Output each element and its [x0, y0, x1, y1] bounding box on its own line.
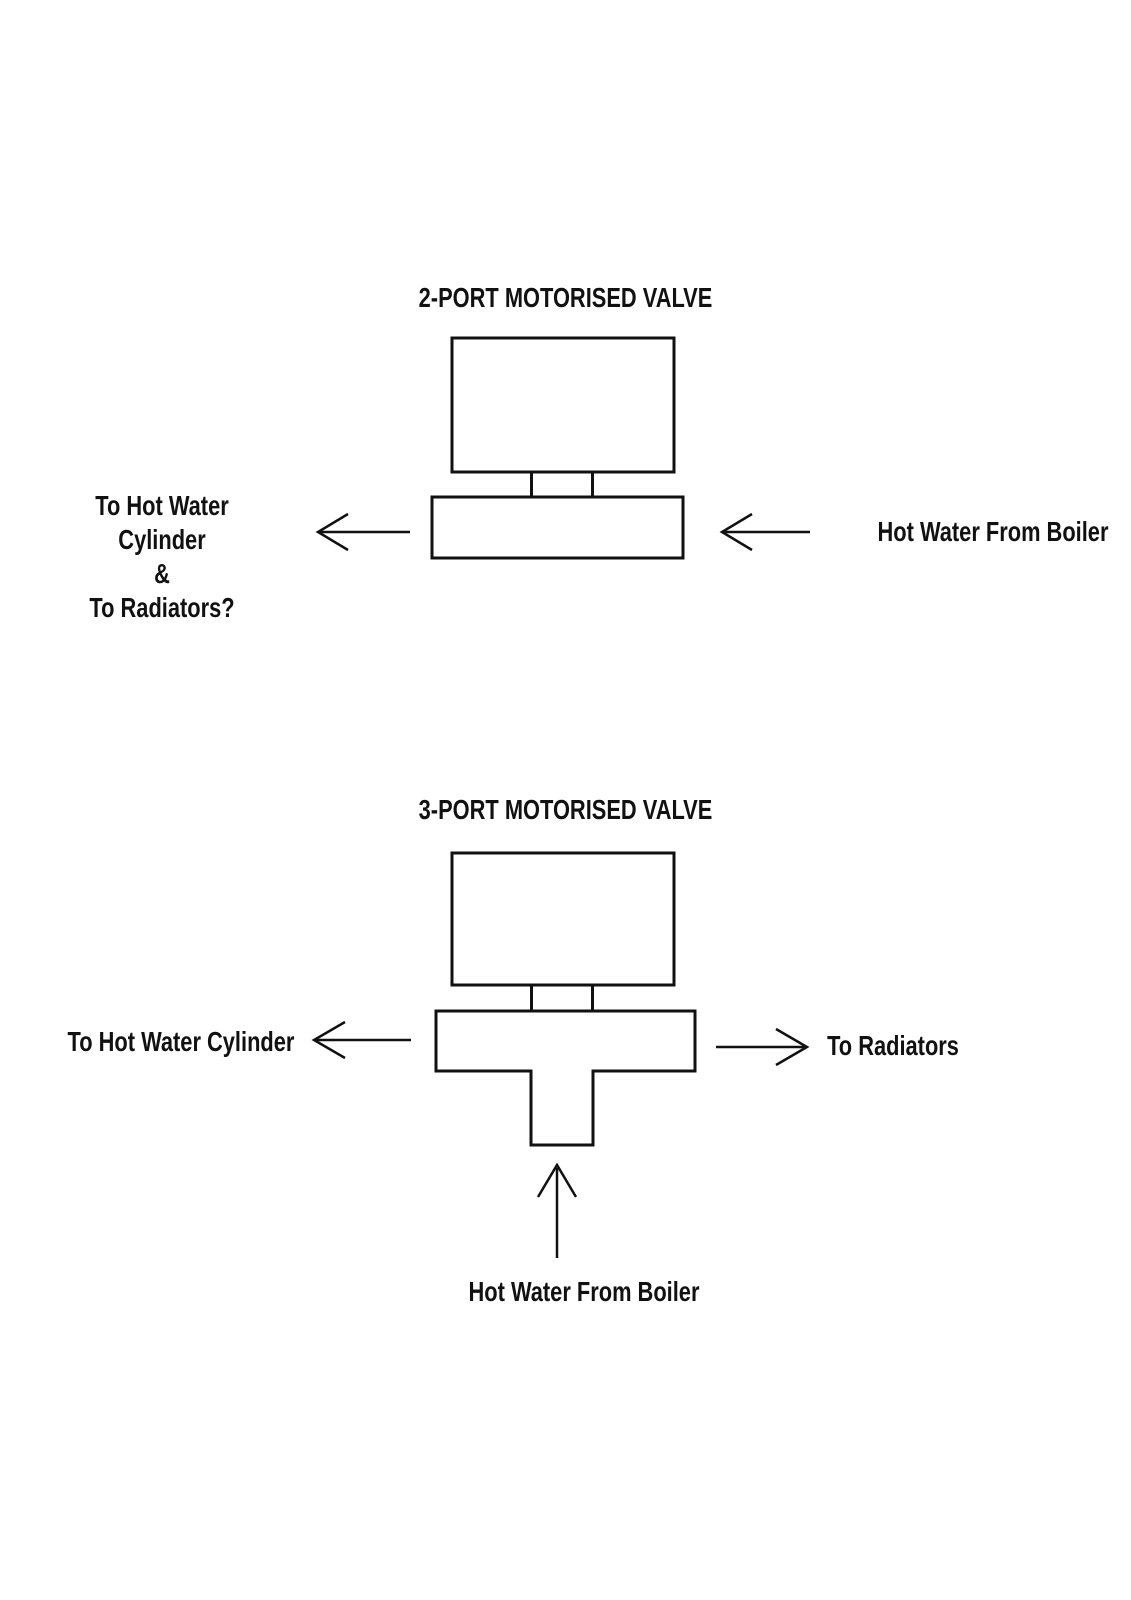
arrow-head: [536, 1162, 578, 1198]
two-port-valve-drawing: [315, 336, 810, 560]
three-port-inlet-label: Hot Water From Boiler: [468, 1276, 700, 1307]
three-port-inlet-arrow-up: [536, 1162, 578, 1258]
three-port-left-outlet-label: To Hot Water Cylinder: [67, 1026, 295, 1057]
three-port-valve-body-tee: [434, 1009, 697, 1147]
two-port-valve-body: [430, 495, 685, 560]
arrow-head: [719, 512, 753, 552]
three-port-right-outlet-arrow: [716, 1027, 810, 1067]
two-port-outlet-label-line2: &: [154, 558, 170, 589]
two-port-outlet-arrow-left: [315, 512, 410, 552]
two-port-outlet-label: To Hot Water Cylinder & To Radiators?: [65, 489, 260, 625]
two-port-inlet-label: Hot Water From Boiler: [877, 516, 1109, 547]
three-port-title: 3-PORT MOTORISED VALVE: [418, 794, 713, 825]
arrow-head: [315, 512, 349, 552]
two-port-motor-head: [450, 336, 676, 474]
two-port-outlet-label-line1: To Hot Water Cylinder: [95, 490, 229, 555]
two-port-outlet-label-line3: To Radiators?: [89, 592, 235, 623]
three-port-right-outlet-label: To Radiators: [827, 1030, 959, 1061]
three-port-left-outlet-arrow: [311, 1020, 411, 1060]
two-port-title: 2-PORT MOTORISED VALVE: [418, 282, 713, 313]
arrow-head: [311, 1020, 346, 1060]
two-port-inlet-arrow-right: [719, 512, 810, 552]
arrow-head: [775, 1027, 810, 1067]
three-port-valve-drawing: [311, 851, 810, 1258]
three-port-motor-head: [450, 851, 676, 987]
